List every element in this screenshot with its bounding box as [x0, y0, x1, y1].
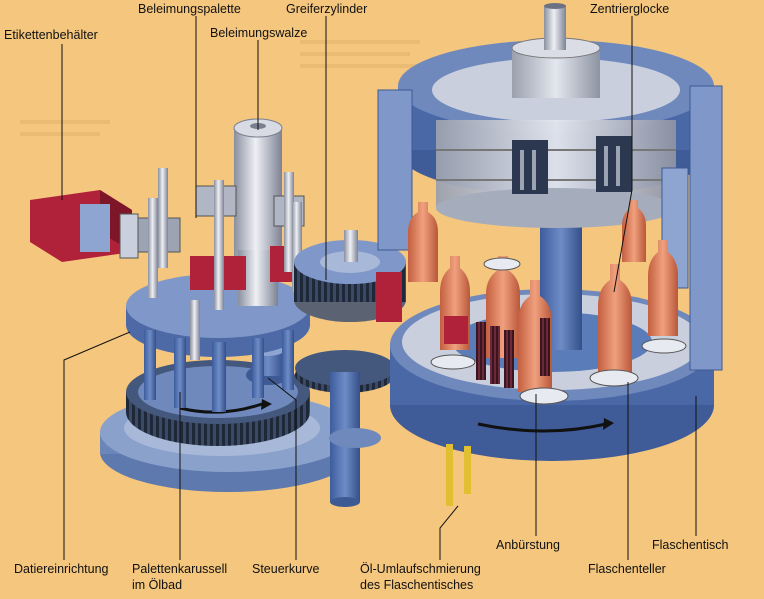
- label-steuerkurve: Steuerkurve: [252, 562, 320, 576]
- label-datiereinrichtung: Datiereinrichtung: [14, 562, 109, 576]
- label-flaschenteller: Flaschenteller: [588, 562, 666, 576]
- label-anbuerstung: Anbürstung: [496, 538, 560, 552]
- label-magazine: [30, 190, 139, 262]
- oil-pipes: [446, 444, 471, 506]
- gripper-cylinder: [294, 230, 406, 322]
- label-oel-2: des Flaschentisches: [360, 578, 474, 592]
- label-beleimungspalette: Beleimungspalette: [138, 2, 241, 16]
- leader-lines: [61, 16, 697, 560]
- applied-labels: [444, 316, 468, 344]
- label-greiferzylinder: Greiferzylinder: [286, 2, 368, 16]
- label-palettenkarussell-2: im Ölbad: [132, 578, 183, 592]
- label-flaschentisch: Flaschentisch: [652, 538, 729, 552]
- label-zentrierglocke: Zentrierglocke: [590, 2, 670, 16]
- label-beleimungswalze: Beleimungswalze: [210, 26, 308, 40]
- label-palettenkarussell-1: Palettenkarussell: [132, 562, 228, 576]
- label-oel-1: Öl-Umlaufschmierung: [360, 562, 481, 576]
- left-columns: [144, 330, 294, 412]
- brushing-station: [476, 318, 550, 388]
- top-housing: [398, 3, 714, 228]
- pallet-spindles: [148, 168, 302, 360]
- bottle-plates: [430, 257, 687, 405]
- centering-bells: [512, 136, 632, 194]
- background-texture: [20, 40, 420, 136]
- drive-gear: [295, 350, 395, 507]
- label-etikettenbehaelter: Etikettenbehälter: [4, 28, 98, 42]
